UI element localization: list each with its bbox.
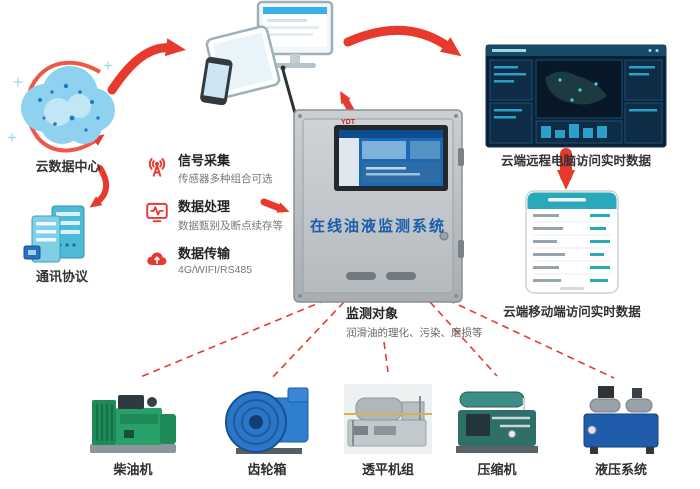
monitoring-title: 监测对象 — [346, 306, 399, 321]
cloud-upload-icon — [147, 252, 167, 265]
feature-signal-collection: 信号采集 传感器多种组合可选 — [144, 153, 283, 186]
arrow-features-to-cabinet — [260, 198, 290, 213]
arrow-cloud-to-devices — [107, 38, 186, 95]
feature-data-processing: 数据处理 数据甄别及断点续存等 — [144, 199, 283, 232]
feature-title: 信号采集 — [178, 153, 231, 168]
monitoring-cabinet — [280, 65, 464, 303]
remote-mobile-label: 云端移动端访问实时数据 — [503, 305, 641, 319]
flow-arrows — [89, 25, 575, 213]
equipment-label-hydraulic-system: 液压系统 — [594, 462, 647, 477]
feature-desc: 传感器多种组合可选 — [178, 173, 273, 186]
protocol-label: 通讯协议 — [35, 269, 88, 284]
feature-title: 数据处理 — [178, 199, 231, 215]
pc-dashboard-screenshot — [485, 44, 667, 148]
equipment-label-compressor: 压缩机 — [477, 462, 517, 477]
equipment-hydraulic-system — [583, 386, 659, 454]
arrow-devices-to-pc — [343, 25, 462, 57]
pulse-monitor-icon — [146, 203, 168, 223]
feature-data-transmission: 数据传输 4G/WIFI/RS485 — [144, 246, 283, 276]
cabinet-brand-logo: YDT — [341, 119, 355, 126]
monitor-link-lines — [137, 299, 615, 381]
equipment-compressor — [456, 391, 538, 453]
remote-pc-label: 云端远程电脑访问实时数据 — [500, 154, 651, 168]
client-devices-icon — [200, 0, 334, 106]
cloud-data-center-icon — [7, 60, 115, 153]
feature-title: 数据传输 — [178, 245, 231, 261]
monitoring-objects-block: 监测对象 润滑油的理化、污染、磨损等 — [346, 303, 483, 340]
mobile-app-screenshot — [525, 190, 619, 294]
equipment-label-gearbox: 齿轮箱 — [247, 462, 287, 477]
cabinet-title: 在线油液监测系统 — [309, 218, 446, 235]
equipment-gearbox — [225, 387, 309, 454]
equipment-label-diesel-engine: 柴油机 — [113, 462, 153, 477]
smartphone-icon — [200, 56, 233, 106]
arrow-cloud-to-servers — [89, 165, 109, 208]
feature-desc: 数据甄别及断点续存等 — [178, 219, 283, 232]
equipment-label-turbine-unit: 透平机组 — [361, 462, 414, 477]
signal-tower-icon — [148, 157, 166, 177]
feature-list: 信号采集 传感器多种组合可选 数据处理 数据甄别及断点续存等 数据传输 4G/ — [144, 153, 283, 276]
cabinet-screen — [334, 125, 448, 191]
feature-desc: 4G/WIFI/RS485 — [178, 263, 253, 276]
protocol-servers-icon — [23, 205, 85, 263]
equipment-turbine-unit — [344, 384, 432, 454]
cloud-data-center-label: 云数据中心 — [35, 159, 101, 174]
desktop-monitor-icon — [256, 0, 334, 68]
monitoring-desc: 润滑油的理化、污染、磨损等 — [346, 327, 483, 339]
equipment-diesel-engine — [90, 395, 176, 453]
